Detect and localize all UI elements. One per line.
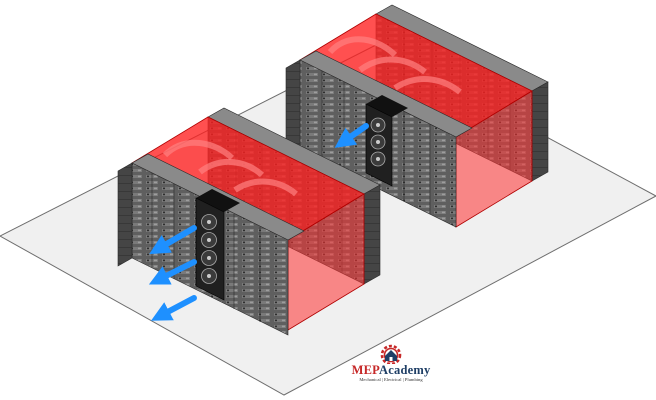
back-pod-cooling-unit xyxy=(365,95,408,187)
fan-icon xyxy=(201,250,217,266)
logo-tagline: Mechanical | Electrical | Plumbing xyxy=(359,377,423,382)
front-pod-cooling-unit xyxy=(195,189,240,301)
logo-name-part2: Academy xyxy=(379,363,431,377)
logo-name-part1: MEP xyxy=(351,363,380,377)
fan-icon xyxy=(370,151,386,167)
back-pod-hot-aisle xyxy=(299,13,533,228)
logo-wordmark: MEPAcademy xyxy=(336,364,446,377)
back-pod xyxy=(285,4,549,228)
fan-icon xyxy=(201,268,217,284)
fan-icon xyxy=(370,117,386,133)
fan-icon xyxy=(201,214,217,230)
airflow-arrow-icon xyxy=(334,123,369,148)
gear-house-logo-icon xyxy=(380,344,402,364)
mep-academy-logo: MEPAcademy Mechanical | Electrical | Plu… xyxy=(336,342,446,396)
fan-icon xyxy=(201,232,217,248)
fan-icon xyxy=(370,134,386,150)
airflow-arrow-icon xyxy=(150,295,197,321)
airflow-arrow-icon xyxy=(148,259,197,285)
airflow-arrow-icon xyxy=(149,225,197,255)
front-pod-hot-aisle xyxy=(131,116,365,331)
front-pod xyxy=(117,107,381,336)
